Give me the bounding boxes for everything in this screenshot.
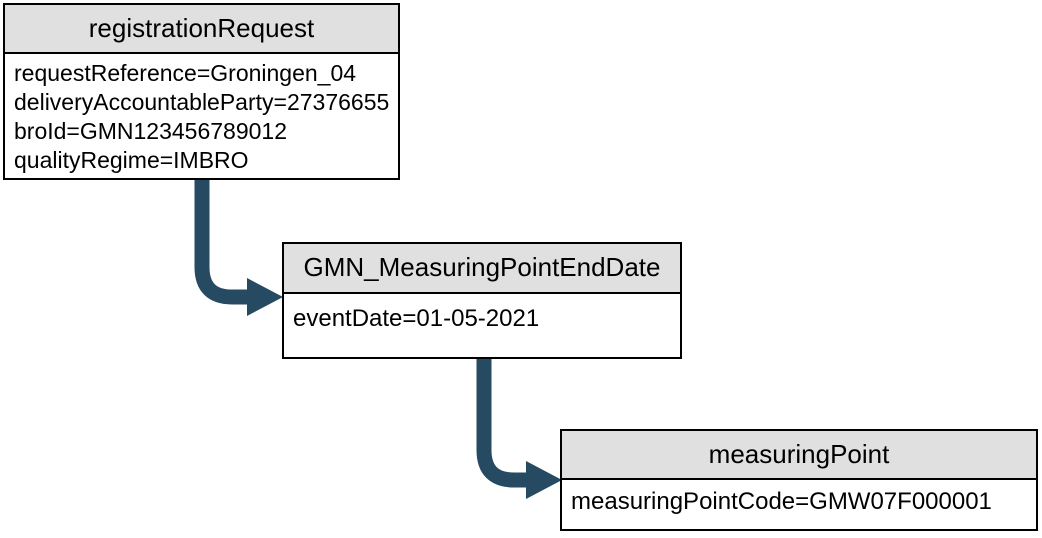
edge-registration-to-enddate-line <box>194 178 248 305</box>
node-title: measuringPoint <box>562 431 1036 480</box>
edge-enddate-to-measuringpoint-arrowhead-icon <box>526 461 562 499</box>
node-attributes: eventDate=01-05-2021 <box>284 294 680 333</box>
attribute-quality-regime: qualityRegime=IMBRO <box>14 147 249 173</box>
edge-enddate-to-measuringpoint-line <box>476 357 527 488</box>
edge-registration-to-enddate-arrowhead-icon <box>247 278 283 316</box>
attribute-request-reference: requestReference=Groningen_04 <box>14 60 357 86</box>
node-registration-request: registrationRequest requestReference=Gro… <box>3 3 400 180</box>
node-title: GMN_MeasuringPointEndDate <box>284 244 680 294</box>
node-attributes: measuringPointCode=GMW07F000001 <box>562 480 1036 516</box>
attribute-measuring-point-code: measuringPointCode=GMW07F000001 <box>571 488 992 515</box>
node-title: registrationRequest <box>5 5 398 54</box>
node-attributes: requestReference=Groningen_04 deliveryAc… <box>5 54 398 175</box>
node-measuring-point: measuringPoint measuringPointCode=GMW07F… <box>560 429 1038 531</box>
node-gmn-measuring-point-end-date: GMN_MeasuringPointEndDate eventDate=01-0… <box>282 242 682 359</box>
attribute-delivery-accountable-party: deliveryAccountableParty=27376655 <box>14 89 390 115</box>
attribute-bro-id: broId=GMN123456789012 <box>14 118 288 144</box>
attribute-event-date: eventDate=01-05-2021 <box>293 305 540 332</box>
